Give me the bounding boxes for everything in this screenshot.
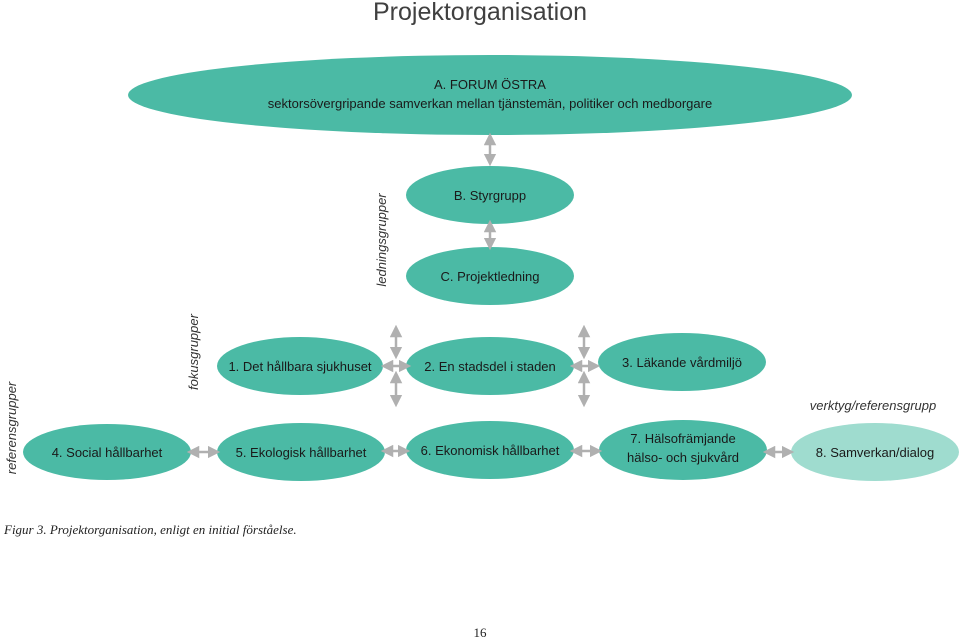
forum-description: sektorsövergripande samverkan mellan tjä… bbox=[268, 96, 712, 111]
node-forum-ostra: A. FORUM ÖSTRA sektorsövergripande samve… bbox=[128, 55, 852, 135]
vardmiljo-label: 3. Läkande vårdmiljö bbox=[622, 355, 742, 370]
styrgrupp-label: B. Styrgrupp bbox=[454, 188, 526, 203]
node-projektledning: C. Projektledning bbox=[406, 247, 574, 305]
halso-label-line2: hälso- och sjukvård bbox=[627, 450, 739, 465]
ekonomisk-label: 6. Ekonomisk hållbarhet bbox=[421, 443, 560, 458]
page-number: 16 bbox=[473, 625, 487, 640]
node-social-hallbarhet: 4. Social hållbarhet bbox=[23, 424, 191, 480]
node-styrgrupp: B. Styrgrupp bbox=[406, 166, 574, 224]
node-halsoframjande: 7. Hälsofrämjande hälso- och sjukvård bbox=[599, 420, 767, 480]
stadsdel-label: 2. En stadsdel i staden bbox=[424, 359, 556, 374]
sjukhuset-label: 1. Det hållbara sjukhuset bbox=[228, 359, 371, 374]
node-ekonomisk-hallbarhet: 6. Ekonomisk hållbarhet bbox=[406, 421, 574, 479]
node-hallbara-sjukhuset: 1. Det hållbara sjukhuset bbox=[217, 337, 383, 395]
forum-heading: A. FORUM ÖSTRA bbox=[434, 77, 546, 92]
connectors bbox=[186, 132, 795, 459]
label-referensgrupper: referensgrupper bbox=[4, 381, 19, 474]
figure-caption: Figur 3. Projektorganisation, enligt en … bbox=[4, 522, 297, 537]
node-samverkan-dialog: 8. Samverkan/dialog bbox=[791, 423, 959, 481]
node-ekologisk-hallbarhet: 5. Ekologisk hållbarhet bbox=[217, 423, 385, 481]
label-fokusgrupper: fokusgrupper bbox=[186, 313, 201, 390]
social-label: 4. Social hållbarhet bbox=[52, 445, 163, 460]
halso-label-line1: 7. Hälsofrämjande bbox=[630, 431, 736, 446]
node-lakande-vardmiljo: 3. Läkande vårdmiljö bbox=[598, 333, 766, 391]
label-ledningsgrupper: ledningsgrupper bbox=[374, 193, 389, 287]
projektledning-label: C. Projektledning bbox=[441, 269, 540, 284]
label-verktyg-referensgrupp: verktyg/referensgrupp bbox=[810, 398, 936, 413]
node-stadsdel-i-staden: 2. En stadsdel i staden bbox=[406, 337, 574, 395]
page-title: Projektorganisation bbox=[372, 0, 587, 26]
samverkan-label: 8. Samverkan/dialog bbox=[816, 445, 935, 460]
ekologisk-label: 5. Ekologisk hållbarhet bbox=[236, 445, 367, 460]
